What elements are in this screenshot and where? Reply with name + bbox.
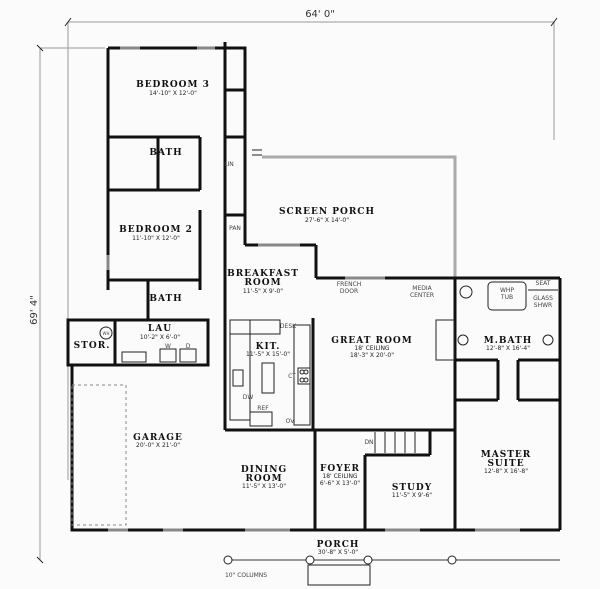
bath-upper-label: BATH bbox=[149, 148, 182, 158]
tub-label-2: TUB bbox=[500, 294, 513, 301]
master-bath-size: 12'-8" X 16'-4" bbox=[486, 345, 530, 352]
desk-label: DESK bbox=[280, 323, 297, 330]
bedroom3-label: BEDROOM 3 bbox=[136, 80, 210, 90]
master-suite-label-2: SUITE bbox=[487, 459, 524, 469]
porch-label: PORCH bbox=[317, 540, 360, 550]
stairs-down-label: DN bbox=[364, 439, 373, 446]
seat-label: SEAT bbox=[536, 280, 551, 287]
master-suite-size: 12'-8" X 16'-8" bbox=[484, 468, 528, 475]
dishwasher-label: DW bbox=[243, 394, 254, 401]
study-label: STUDY bbox=[392, 483, 432, 493]
garage-size: 20'-0" X 21'-0" bbox=[136, 442, 180, 449]
screen-porch-walls bbox=[243, 149, 457, 278]
glass-shower-label-1: GLASS bbox=[533, 295, 553, 302]
oven-label: OV bbox=[286, 418, 296, 425]
bedroom2-label: BEDROOM 2 bbox=[119, 225, 193, 235]
bath-lower-label: BATH bbox=[149, 294, 182, 304]
depth-dimension-line bbox=[36, 44, 105, 564]
water-heater-label: WH bbox=[103, 331, 110, 336]
breakfast-size: 11'-5" X 9'-0" bbox=[243, 288, 283, 295]
tub-label-1: WHP bbox=[500, 287, 514, 294]
cooktop-label: CT bbox=[288, 373, 296, 380]
breakfast-label-2: ROOM bbox=[244, 278, 281, 288]
media-center-label-1: MEDIA bbox=[412, 285, 432, 292]
garage-label: GARAGE bbox=[133, 433, 183, 443]
glass-shower-label-2: SHWR bbox=[534, 302, 552, 309]
refrigerator-label: REF bbox=[257, 405, 269, 412]
foyer-size: 6'-6" X 13'-0" bbox=[320, 480, 360, 487]
dining-label-2: ROOM bbox=[245, 474, 282, 484]
foyer-label: FOYER bbox=[320, 464, 360, 474]
bedroom2-size: 11'-10" X 12'-0" bbox=[132, 235, 180, 242]
stairs bbox=[374, 432, 416, 453]
screen-porch-size: 27'-6" X 14'-0" bbox=[305, 217, 349, 224]
garage-walls bbox=[70, 365, 222, 532]
master-bath-label: M.BATH bbox=[484, 336, 532, 346]
master-bath-fixtures bbox=[455, 281, 560, 402]
great-room-ceiling: 18' CEILING bbox=[354, 345, 390, 352]
dryer-label: D bbox=[186, 343, 191, 350]
bedroom3-size: 14'-10" X 12'-0" bbox=[149, 90, 197, 97]
great-room-size: 18'-3" X 20'-0" bbox=[350, 352, 394, 359]
breakfast-label-1: BREAKFAST bbox=[227, 269, 299, 279]
screen-porch-label: SCREEN PORCH bbox=[279, 207, 375, 217]
width-dimension-line bbox=[64, 17, 558, 480]
laundry-storage-walls bbox=[66, 318, 210, 367]
french-door-label-2: DOOR bbox=[340, 288, 358, 295]
overall-width-label: 64' 0" bbox=[305, 9, 335, 20]
porch-size: 30'-8" X 5'-0" bbox=[318, 549, 358, 556]
dining-size: 11'-5" X 13'-0" bbox=[242, 483, 286, 490]
linen-label: LIN bbox=[224, 161, 234, 168]
kitchen-size: 11'-5" X 15'-0" bbox=[246, 351, 290, 358]
storage-label: STOR. bbox=[74, 341, 111, 351]
study-size: 11'-5" X 9'-6" bbox=[392, 492, 432, 499]
main-house-walls bbox=[222, 276, 562, 532]
great-room-label: GREAT ROOM bbox=[331, 336, 412, 346]
master-suite-label-1: MASTER bbox=[481, 450, 531, 460]
laundry-size: 10'-2" X 6'-0" bbox=[140, 334, 180, 341]
front-porch bbox=[223, 555, 560, 586]
pantry-label: PAN bbox=[229, 225, 241, 232]
breakfast-walls bbox=[223, 137, 455, 430]
washer-label: W bbox=[165, 343, 171, 350]
kitchen-label: KIT. bbox=[256, 342, 281, 352]
laundry-label: LAU bbox=[148, 324, 172, 334]
columns-label: 10" COLUMNS bbox=[225, 572, 267, 579]
dining-label-1: DINING bbox=[241, 465, 287, 475]
french-door-label-1: FRENCH bbox=[337, 281, 362, 288]
foyer-ceiling: 18' CEILING bbox=[322, 473, 358, 480]
kitchen-fixtures bbox=[229, 318, 315, 430]
media-center-label-2: CENTER bbox=[410, 292, 434, 299]
overall-depth-label: 69' 4" bbox=[29, 295, 40, 325]
